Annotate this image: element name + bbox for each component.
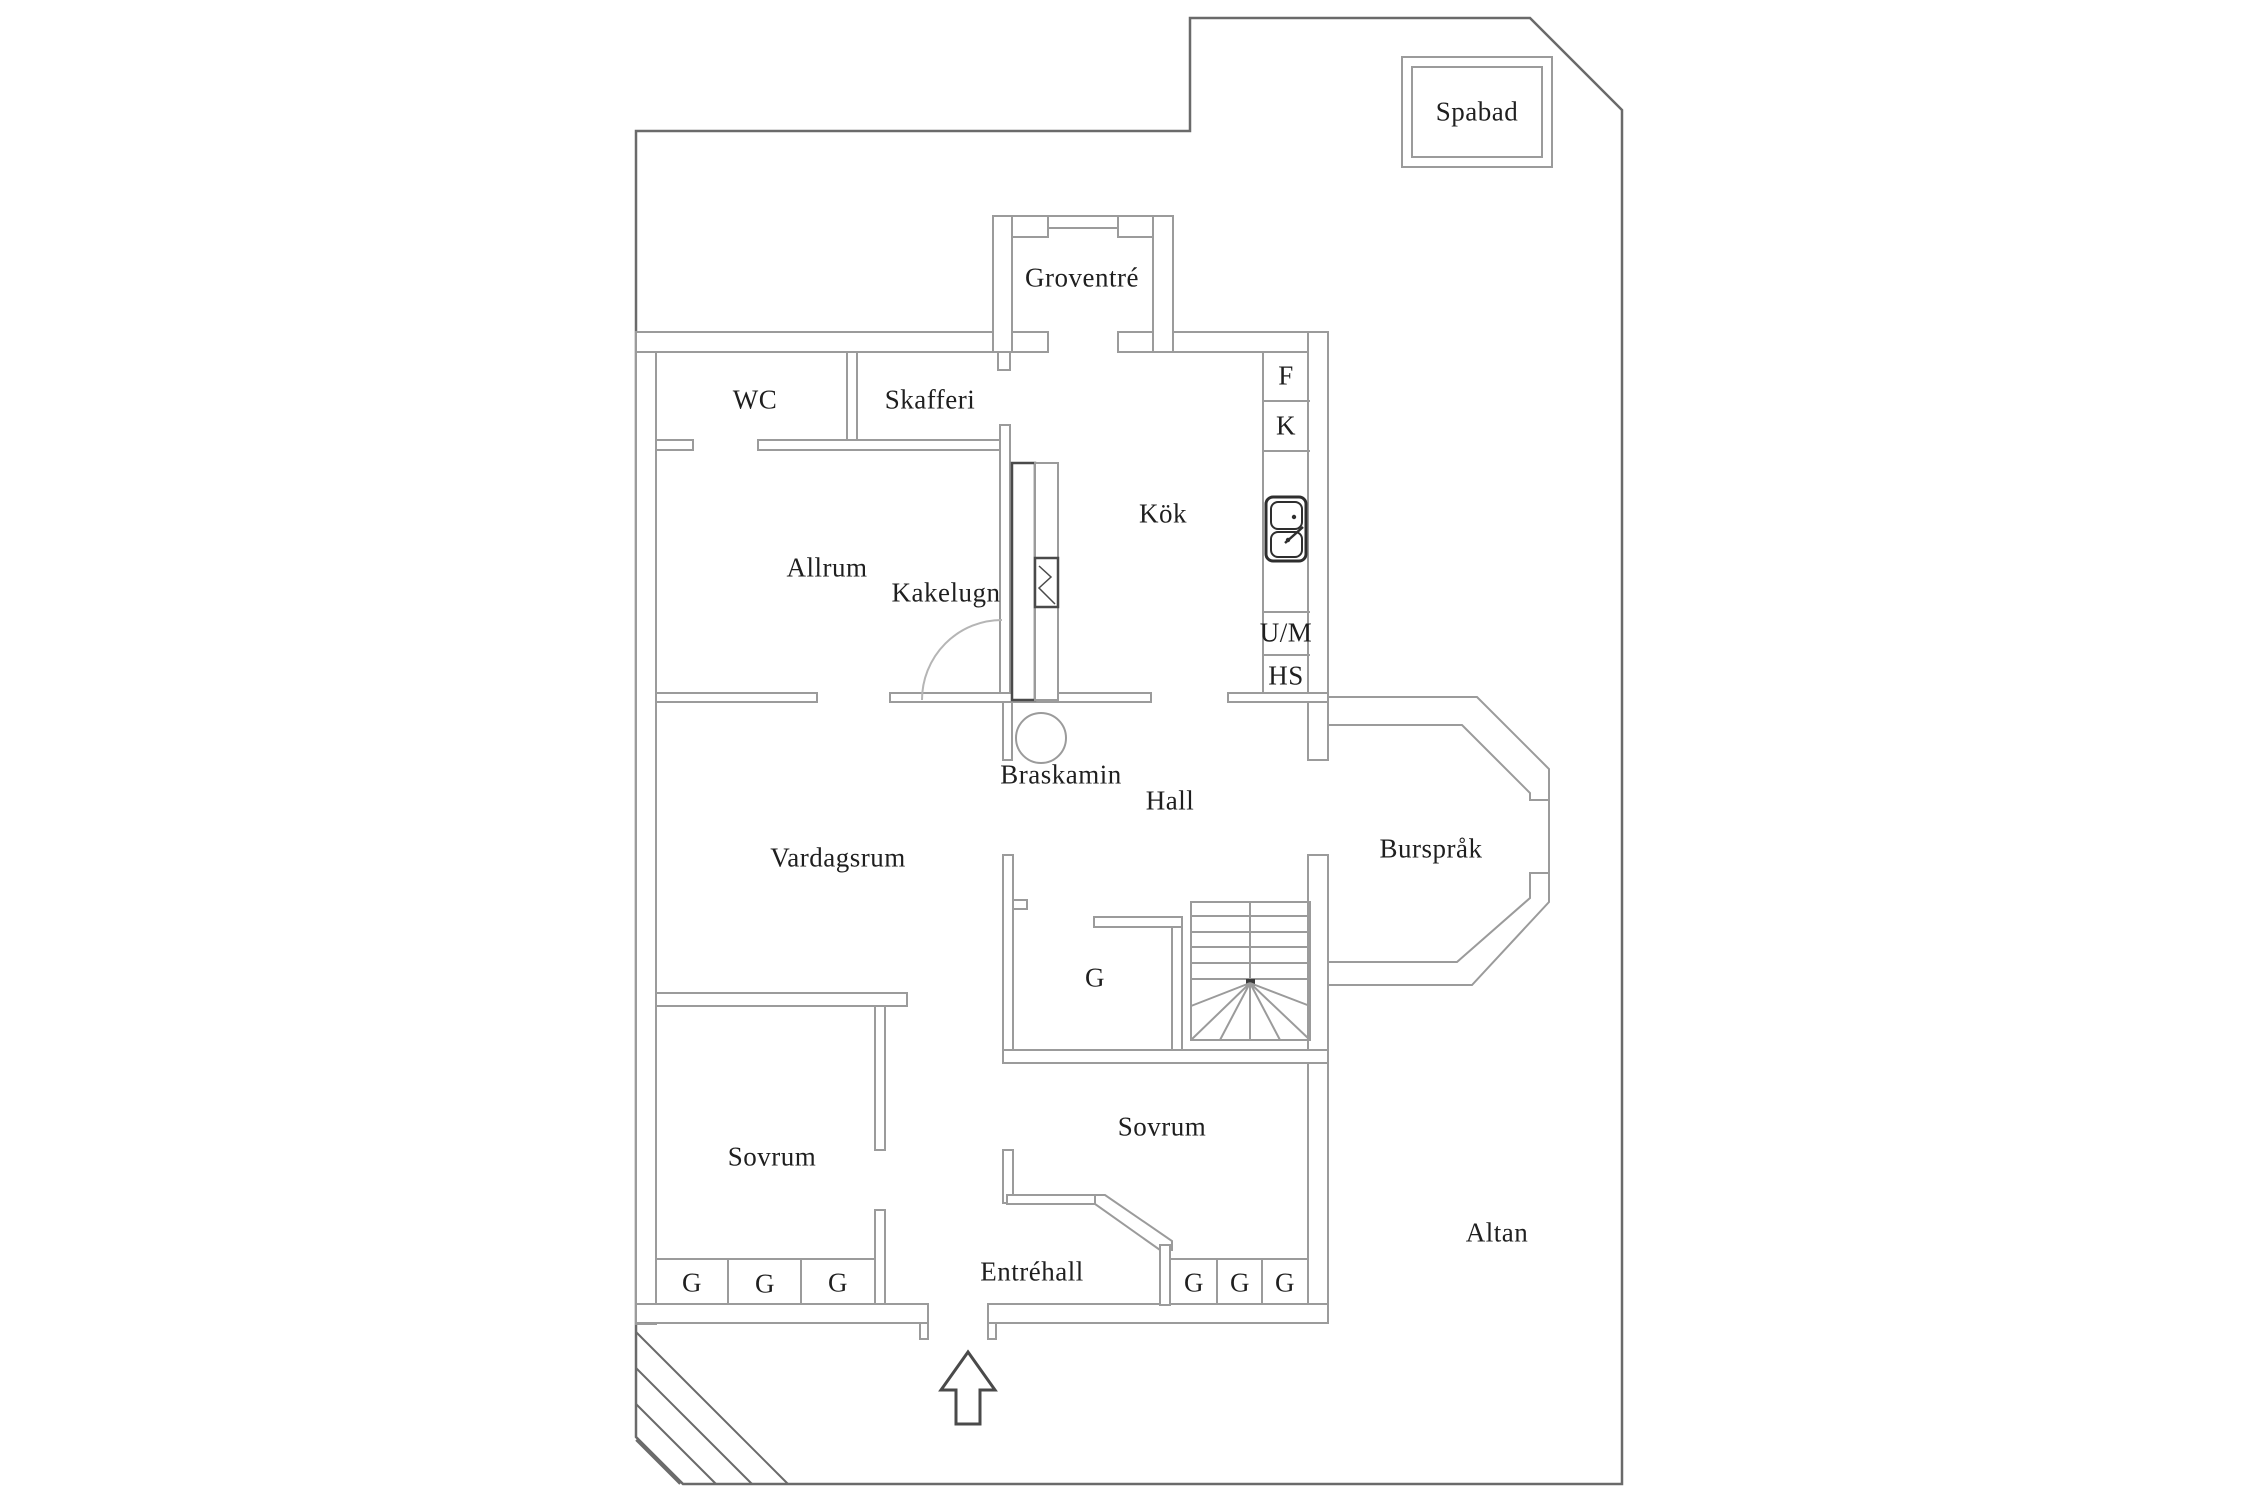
wall	[1117, 331, 1329, 353]
wall-diagonal	[1094, 1194, 1173, 1251]
wall	[757, 439, 1001, 451]
room-label-allrum: Allrum	[786, 552, 868, 583]
wall	[1002, 701, 1013, 761]
wall	[1002, 854, 1014, 1051]
room-label-sovrum-right: Sovrum	[1117, 1111, 1207, 1142]
room-label-wc: WC	[732, 384, 778, 415]
wall	[655, 992, 908, 1007]
closet-label-understairs: G	[1085, 962, 1105, 993]
room-label-kok: Kök	[1139, 498, 1187, 529]
appliance-label-fridge: F	[1278, 360, 1294, 391]
appliance-label-freezer: K	[1276, 410, 1296, 441]
wall	[635, 331, 657, 1325]
entrance-arrow-icon	[938, 1349, 998, 1426]
closet-label: G	[755, 1268, 775, 1299]
wall	[1307, 331, 1329, 761]
appliance-label-hs: HS	[1268, 660, 1304, 691]
closet-label: G	[682, 1267, 702, 1298]
wall	[1227, 692, 1329, 703]
closet-label: G	[1230, 1267, 1250, 1298]
wall	[874, 1005, 886, 1151]
door-jamb	[987, 1322, 997, 1340]
wall	[1012, 899, 1028, 910]
room-label-entrehall: Entréhall	[980, 1256, 1084, 1287]
closet-label: G	[1184, 1267, 1204, 1298]
bay-window-walls	[1328, 696, 1550, 986]
wall	[874, 1209, 886, 1305]
exterior-walls	[635, 215, 1329, 1340]
room-label-vardagsrum: Vardagsrum	[770, 842, 906, 873]
room-label-hall: Hall	[1145, 785, 1195, 816]
wall	[1171, 926, 1183, 1051]
wall	[1159, 1244, 1171, 1306]
wall	[1093, 916, 1183, 928]
room-label-bursprak: Burspråk	[1379, 833, 1483, 864]
door-jamb	[919, 1322, 929, 1340]
wall	[655, 692, 818, 703]
room-label-spabad: Spabad	[1435, 96, 1519, 127]
wall	[635, 1303, 929, 1324]
plot-boundary	[634, 16, 1624, 1486]
wall	[635, 331, 1049, 353]
door-jamb	[997, 351, 1011, 371]
appliance-label-um: U/M	[1259, 617, 1313, 648]
wall	[846, 351, 858, 451]
wall	[992, 215, 1013, 353]
door-swing-arc	[921, 619, 1003, 701]
wall	[1006, 1194, 1096, 1205]
spabad-tub-icon	[1401, 56, 1553, 168]
wardrobe-row-right	[1170, 1258, 1308, 1304]
room-label-sovrum-left: Sovrum	[727, 1141, 817, 1172]
kitchen-cabinet-column	[1262, 351, 1310, 693]
closet-label: G	[1275, 1267, 1295, 1298]
wall	[987, 1303, 1329, 1324]
wardrobe-row-left	[655, 1258, 875, 1304]
wall	[655, 439, 694, 451]
wall	[1152, 215, 1174, 353]
corner-hatch-lines	[635, 1331, 789, 1485]
sink-icon	[1264, 495, 1308, 563]
interior-walls	[655, 351, 1329, 1306]
wall	[1117, 215, 1154, 238]
wall	[999, 424, 1011, 703]
label-kakelugn: Kakelugn	[891, 577, 1001, 608]
kakelugn-stove-icon	[1010, 461, 1060, 702]
label-braskamin: Braskamin	[1000, 759, 1122, 790]
wall	[1011, 215, 1049, 238]
braskamin-fireplace-icon	[1015, 712, 1067, 764]
closet-label: G	[828, 1267, 848, 1298]
staircase	[1190, 901, 1311, 1041]
wall	[1002, 1049, 1329, 1064]
room-label-groventre: Groventré	[1025, 262, 1139, 293]
room-label-skafferi: Skafferi	[884, 384, 976, 415]
room-label-altan: Altan	[1465, 1217, 1529, 1248]
